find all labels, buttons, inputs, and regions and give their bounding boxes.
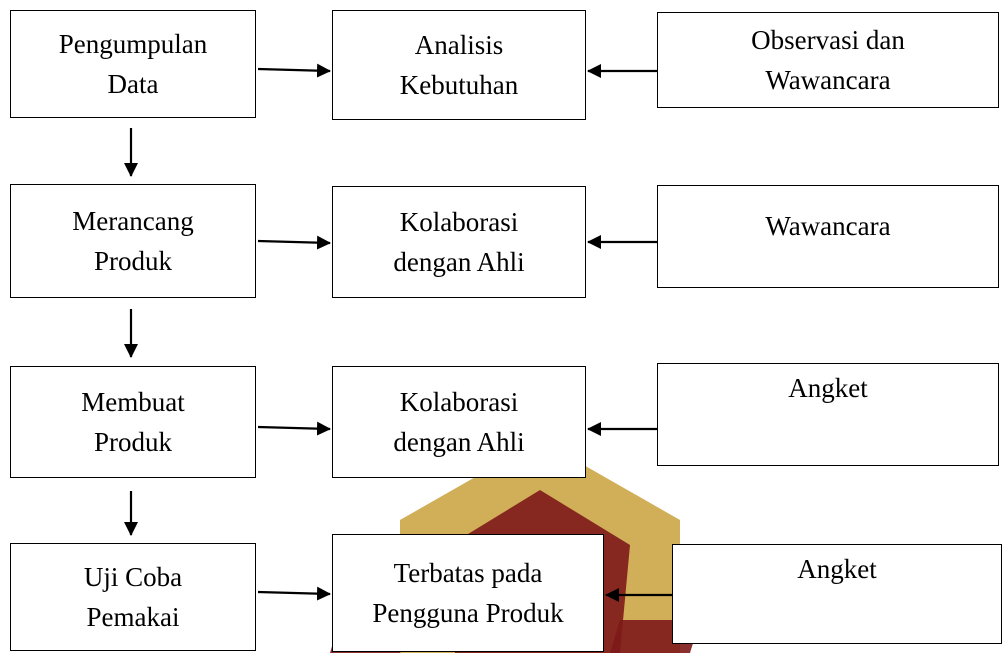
method-label: Wawancara (765, 211, 891, 241)
activity-box-analisis-kebutuhan: Analisis Kebutuhan (332, 10, 586, 120)
step-box-membuat-produk: Membuat Produk (10, 366, 256, 478)
activity-box-kolaborasi-dengan-ahli-1: Kolaborasi dengan Ahli (332, 186, 586, 298)
activity-box-kolaborasi-dengan-ahli-2: Kolaborasi dengan Ahli (332, 366, 586, 478)
step-box-pengumpulan-data: Pengumpulan Data (10, 10, 256, 118)
method-label: Angket (797, 554, 877, 584)
arrow-step2-to-activity2 (257, 235, 331, 250)
step-label: Membuat Produk (81, 387, 185, 457)
method-box-angket-1: Angket (657, 363, 999, 466)
arrow-step1-to-activity1 (257, 63, 331, 78)
step-box-merancang-produk: Merancang Produk (10, 184, 256, 298)
step-label: Merancang Produk (72, 206, 194, 276)
method-box-angket-2: Angket (672, 544, 1002, 644)
arrow-step4-to-activity4 (257, 586, 331, 601)
step-label: Uji Coba Pemakai (83, 562, 183, 632)
activity-box-terbatas-pada-pengguna-produk: Terbatas pada Pengguna Produk (332, 534, 604, 652)
activity-label: Analisis Kebutuhan (399, 30, 519, 100)
activity-label: Kolaborasi dengan Ahli (393, 387, 525, 457)
arrow-step3-to-activity3 (257, 421, 331, 436)
method-box-observasi-dan-wawancara: Observasi dan Wawancara (657, 12, 999, 108)
activity-label: Kolaborasi dengan Ahli (393, 207, 525, 277)
method-label: Angket (788, 373, 868, 403)
method-label: Observasi dan Wawancara (751, 25, 905, 95)
step-label: Pengumpulan Data (58, 29, 208, 99)
step-box-uji-coba-pemakai: Uji Coba Pemakai (10, 543, 256, 651)
activity-label: Terbatas pada Pengguna Produk (372, 558, 564, 628)
method-box-wawancara: Wawancara (657, 185, 999, 288)
